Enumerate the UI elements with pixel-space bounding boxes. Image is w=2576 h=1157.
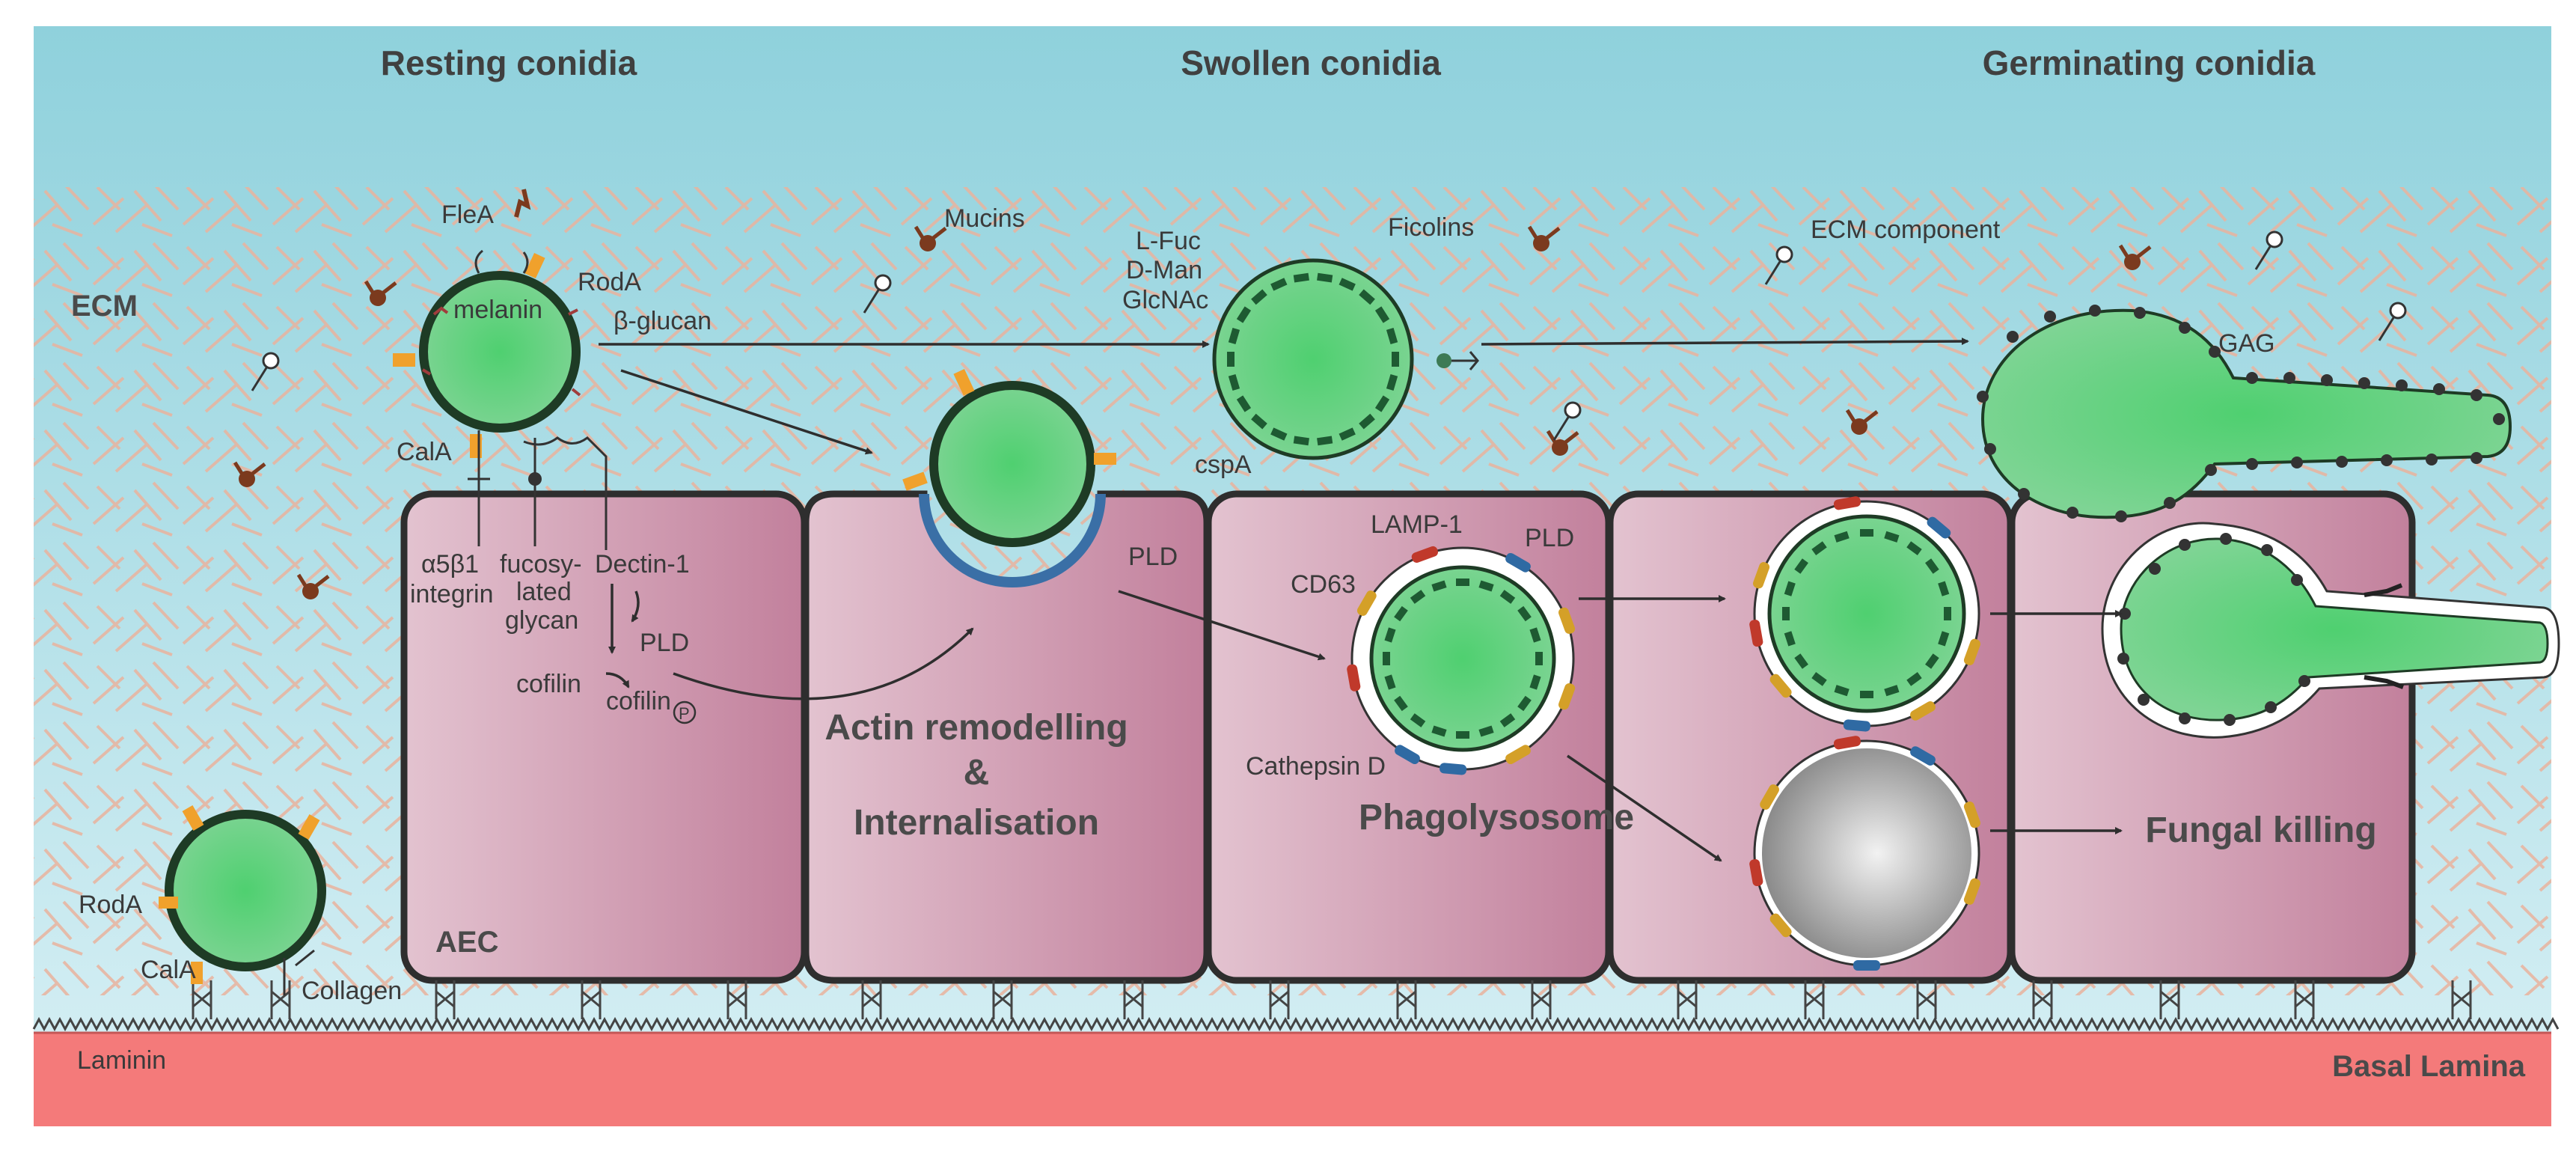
- fucosylated-label-3: glycan: [505, 606, 578, 635]
- integrin-label-1: α5β1: [421, 550, 479, 578]
- internalising-conidium: [902, 369, 1116, 587]
- cofilin-phospho-arrow: [605, 672, 630, 689]
- lower-roda-label: RodA: [79, 891, 142, 919]
- phagolysosome-to-killing-arrow: [1567, 754, 1722, 862]
- swollen-to-germinating-arrow: [1481, 338, 1969, 346]
- actin-remodelling-label: Actin remodelling: [824, 708, 1128, 748]
- lamp1-label: LAMP-1: [1371, 510, 1463, 539]
- lower-cala-label: CalA: [141, 956, 196, 984]
- fungal-killing-label: Fungal killing: [2145, 810, 2376, 850]
- cofilin-to-internalisation-arrow: [673, 627, 974, 700]
- ficolins-label: Ficolins: [1388, 213, 1474, 242]
- basal-lamina-label: Basal Lamina: [2332, 1050, 2526, 1083]
- gag-label: GAG: [2218, 329, 2275, 358]
- beta-glucan-label: β-glucan: [614, 307, 712, 335]
- phagolysosome: [1347, 546, 1576, 775]
- stage-title-swollen: Swollen conidia: [1181, 43, 1441, 82]
- phagolysosome-label: Phagolysosome: [1359, 798, 1634, 837]
- collagen-label: Collagen: [302, 977, 402, 1005]
- glcnac-label: GlcNAc: [1122, 286, 1208, 314]
- pld-label-internalisation: PLD: [1128, 543, 1178, 571]
- dectin-label: Dectin-1: [595, 550, 690, 578]
- laminin-label: Laminin: [77, 1046, 166, 1075]
- lower-conidium: [159, 805, 326, 995]
- internalisation-to-phagolysosome-arrow: [1118, 590, 1326, 661]
- cofilin-label: cofilin: [516, 670, 581, 698]
- resting-conidium: [393, 249, 581, 458]
- fucosylated-glycan-dot: [528, 472, 542, 486]
- cofilin-p-label: cofilin: [606, 687, 671, 715]
- d-man-label: D-Man: [1126, 256, 1202, 284]
- swollen-conidium: [1212, 258, 1479, 460]
- vacuole-killed-conidium: [1749, 736, 1980, 971]
- stage-title-resting: Resting conidia: [381, 43, 637, 82]
- stage-title-germinating: Germinating conidia: [1983, 43, 2316, 82]
- aec-region-label: AEC: [435, 926, 498, 959]
- roda-label: RodA: [578, 268, 641, 296]
- dectin-to-pld-arrow: [631, 590, 640, 623]
- integrin-anchors: [192, 980, 2472, 1019]
- fucosylated-label-2: lated: [516, 578, 572, 606]
- ecm-region-label: ECM: [71, 290, 138, 323]
- laminin-zigzag: [32, 1016, 2560, 1032]
- cd63-label: CD63: [1291, 570, 1356, 599]
- cspa-label: cspA: [1195, 451, 1252, 479]
- cathepsin-label: Cathepsin D: [1246, 752, 1386, 781]
- flea-label: FleA: [441, 201, 494, 229]
- vacuole-live-conidium: [1749, 496, 1980, 732]
- pld-label-phago: PLD: [1525, 524, 1574, 552]
- l-fuc-label: L-Fuc: [1136, 227, 1201, 255]
- ecm-component-label: ECM component: [1811, 216, 2001, 244]
- ampersand-label: &: [964, 753, 990, 793]
- lectin-glyphs: [233, 225, 2407, 599]
- fucosylated-label-1: fucosy-: [500, 550, 582, 578]
- mucins-label: Mucins: [944, 204, 1025, 233]
- resting-conidium-receptor-lines: [468, 430, 608, 550]
- internalisation-label: Internalisation: [854, 803, 1099, 843]
- phospho-circle: [673, 700, 697, 724]
- flea-lectin: [514, 189, 531, 218]
- basal-lamina-band: [34, 1033, 2551, 1126]
- germinating-conidium: [1977, 305, 2512, 522]
- integrin-label-2: integrin: [410, 580, 494, 608]
- melanin-label: melanin: [453, 296, 542, 324]
- phospho-label: P: [679, 704, 690, 723]
- resting-to-internalisation-arrow: [620, 369, 873, 455]
- cala-label: CalA: [397, 438, 452, 466]
- pld-label-resting: PLD: [640, 629, 689, 657]
